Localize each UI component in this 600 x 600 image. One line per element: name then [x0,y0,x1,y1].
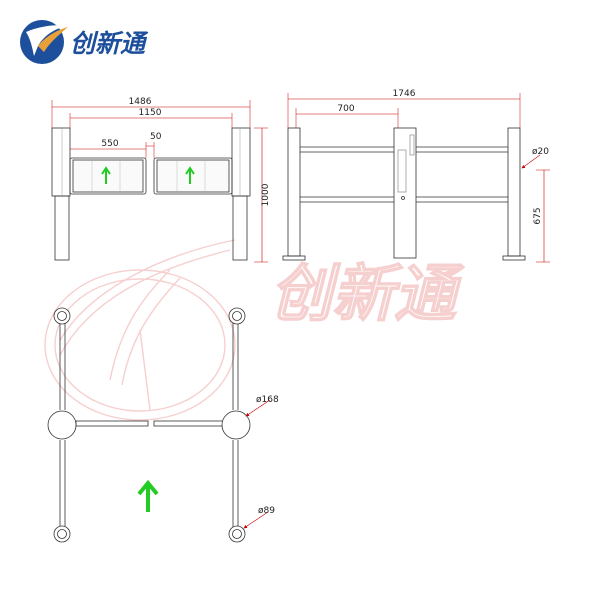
dim-small-post: ø89 [258,506,275,516]
dim-height: 1000 [261,183,271,206]
top-view [47,307,271,543]
direction-arrow-icon [137,479,159,512]
brand-logo: 创新通 [20,20,149,64]
dim-inner-width: 1150 [139,108,162,118]
brand-name: 创新通 [70,29,149,58]
green-arrow-icon [101,166,111,184]
dim-overall-width: 1486 [129,97,152,107]
dim-large-post: ø168 [256,395,279,405]
green-arrow-icon [185,166,195,184]
front-view [51,100,268,263]
watermark: 创新通 [44,239,466,421]
dim-gap: 50 [150,132,162,142]
logo-mark-icon [20,20,68,64]
dim-first-section: 700 [337,104,354,114]
dim-gate-width: 550 [101,139,118,149]
dim-rail-height: 675 [533,207,543,224]
watermark-text: 创新通 [270,257,465,330]
dim-post-diameter: ø20 [532,147,549,157]
side-view [282,93,550,263]
dim-overall-length: 1746 [393,89,416,99]
